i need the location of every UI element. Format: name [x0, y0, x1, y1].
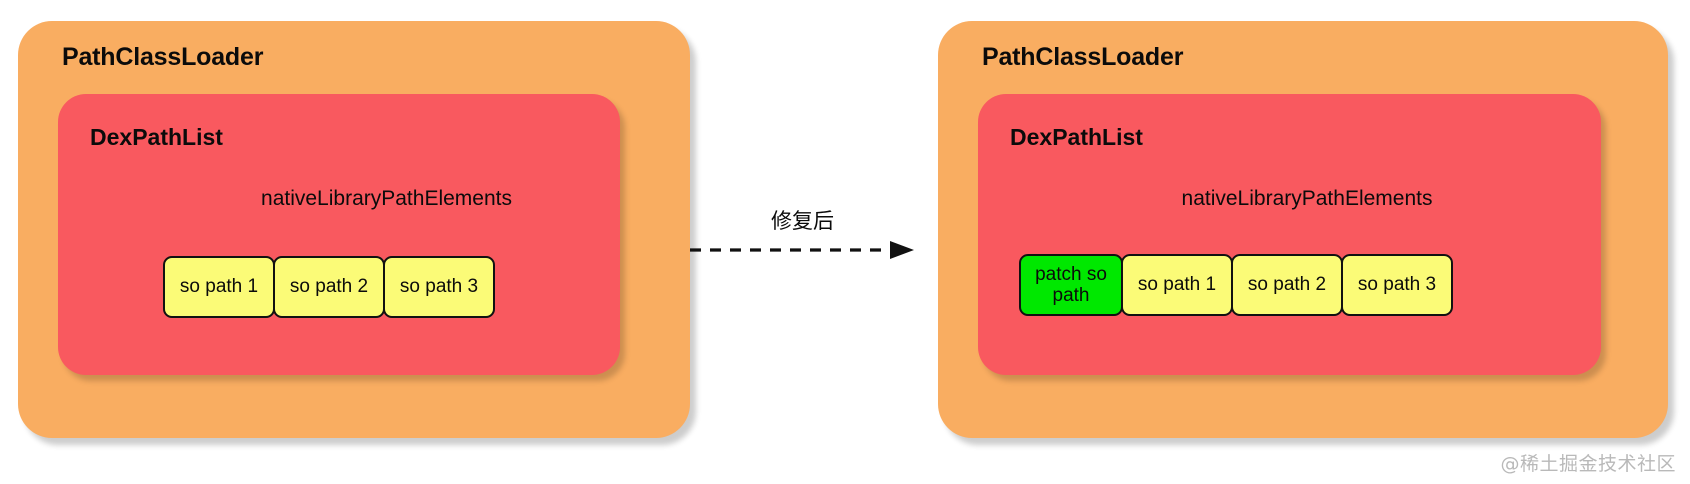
nativelibrarypathelements-label-before: nativeLibraryPathElements	[261, 187, 512, 210]
path-chip: so path 3	[383, 256, 495, 318]
pathclassloader-title-before: PathClassLoader	[62, 43, 264, 71]
patch-path-chip-label: patch so path	[1035, 263, 1107, 306]
path-chip: so path 1	[163, 256, 275, 318]
dexpathlist-container-after: DexPathList nativeLibraryPathElements pa…	[978, 94, 1601, 375]
pathclassloader-container-after: PathClassLoader DexPathList nativeLibrar…	[938, 21, 1668, 438]
path-chip: so path 3	[1341, 254, 1453, 316]
path-chip-label: so path 2	[1247, 274, 1327, 296]
dexpathlist-container-before: DexPathList nativeLibraryPathElements so…	[58, 94, 620, 375]
dashed-arrow-icon	[690, 241, 914, 259]
path-chip-label: so path 1	[1137, 274, 1217, 296]
path-chip: so path 2	[273, 256, 385, 318]
path-chip-label: so path 3	[1357, 274, 1437, 296]
pathclassloader-title-after: PathClassLoader	[982, 43, 1184, 71]
path-chip-label: so path 2	[289, 276, 369, 298]
path-chip-row-after: patch so path so path 1 so path 2 so pat…	[1019, 254, 1453, 316]
watermark: @稀土掘金技术社区	[1500, 453, 1676, 475]
patch-path-chip: patch so path	[1019, 254, 1123, 316]
transition-group: 修复后	[690, 205, 915, 285]
path-chip-row-before: so path 1 so path 2 so path 3	[163, 256, 495, 318]
path-chip: so path 2	[1231, 254, 1343, 316]
path-chip: so path 1	[1121, 254, 1233, 316]
nativelibrarypathelements-label-after: nativeLibraryPathElements	[1181, 187, 1433, 210]
dexpathlist-title-after: DexPathList	[1010, 124, 1143, 150]
pathclassloader-container-before: PathClassLoader DexPathList nativeLibrar…	[18, 21, 690, 438]
path-chip-label: so path 3	[399, 276, 479, 298]
transition-label: 修复后	[771, 209, 834, 233]
dexpathlist-title-before: DexPathList	[90, 124, 223, 150]
path-chip-label: so path 1	[179, 276, 259, 298]
